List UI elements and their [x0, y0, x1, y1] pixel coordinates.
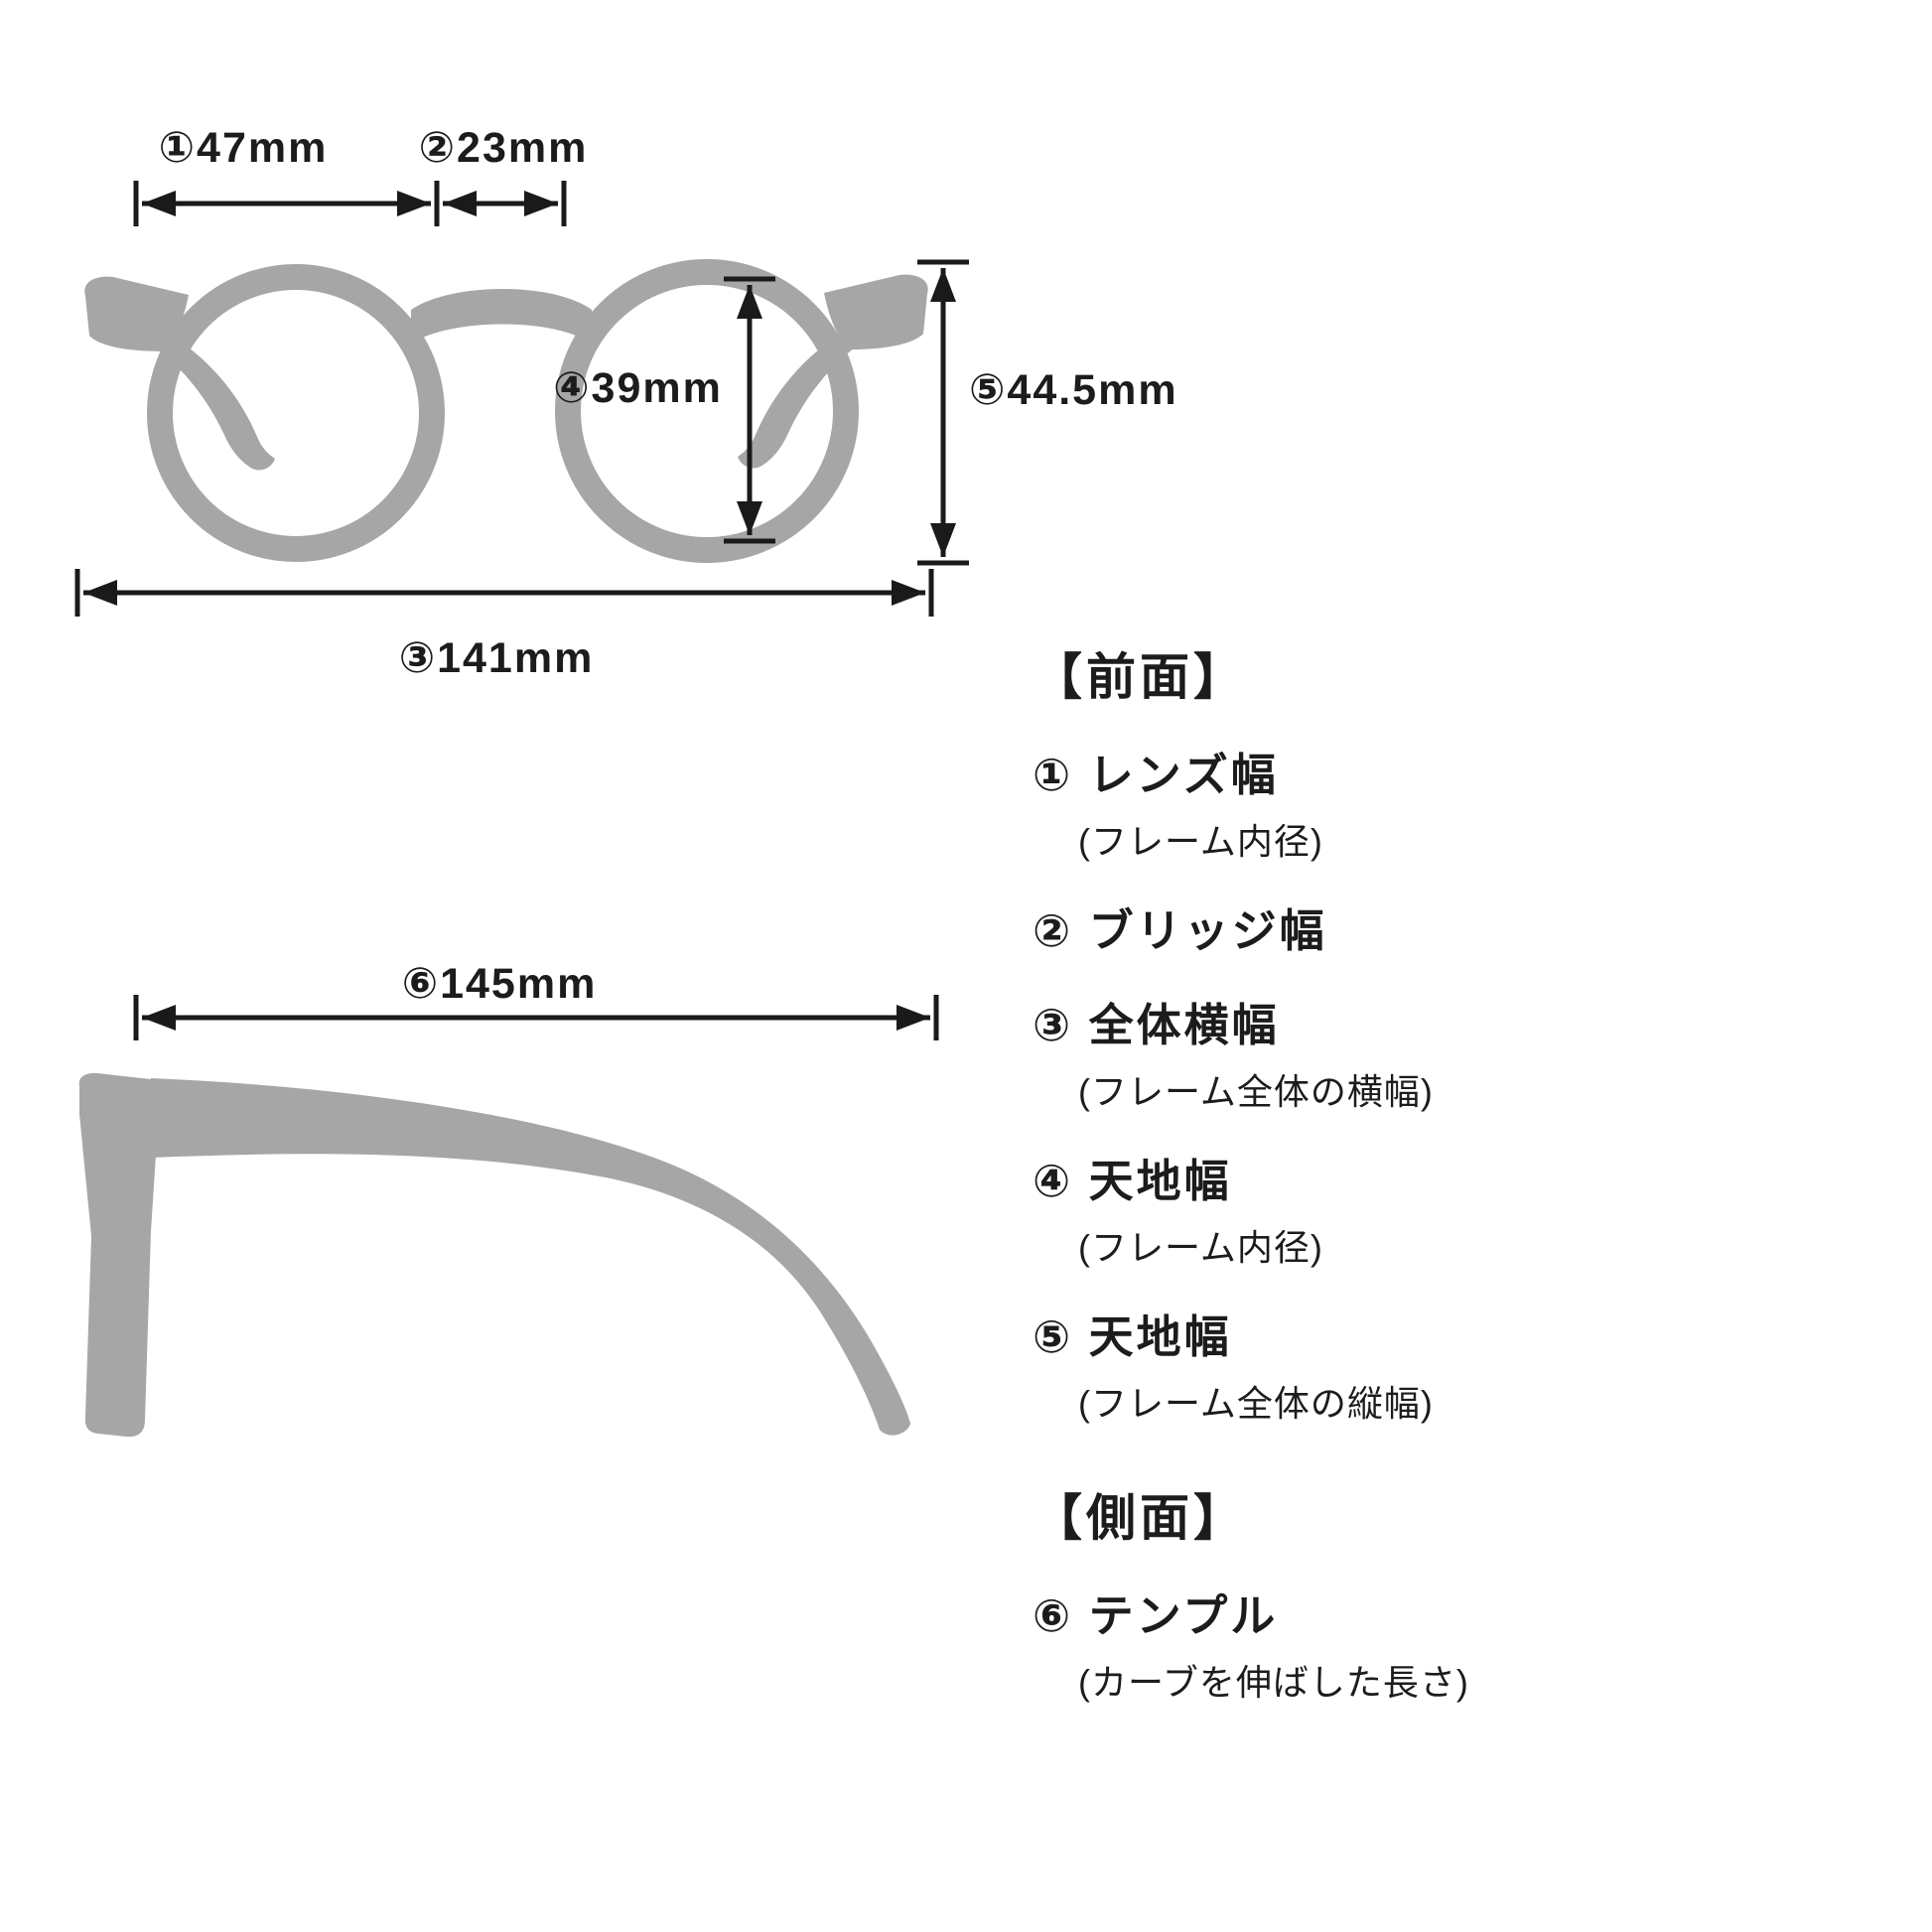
legend-item-note: (カーブを伸ばした長さ) — [1078, 1662, 1469, 1703]
legend-item-note: (フレーム内径) — [1078, 1227, 1323, 1268]
legend-item-label: ⑥ テンプル — [1033, 1590, 1279, 1641]
legend-item-lens-height: ④ 天地幅 (フレーム内径) — [1033, 1145, 1906, 1271]
legend-side-header: 【側面】 — [1033, 1490, 1247, 1546]
side-temple-arm — [151, 1078, 910, 1436]
dim-lens-width-arrow — [133, 181, 440, 226]
legend-item-label: ① レンズ幅 — [1033, 750, 1279, 800]
legend-item-label: ② ブリッジ幅 — [1033, 905, 1327, 956]
dim-lens-height-arrow — [724, 276, 775, 544]
dim-label-total-width: ③141mm — [398, 634, 595, 682]
right-lens-ring — [555, 259, 859, 563]
dim-label-lens-height: ④39mm — [553, 364, 723, 412]
dim-temple-length-arrow — [133, 995, 939, 1040]
legend-item-label: ⑤ 天地幅 — [1033, 1311, 1232, 1362]
dim-label-bridge-width: ②23mm — [418, 124, 589, 172]
legend-item-label: ③ 全体横幅 — [1033, 1000, 1280, 1050]
legend-item-lens-width: ① レンズ幅 (フレーム内径) — [1033, 739, 1906, 865]
glasses-bridge — [411, 289, 592, 344]
left-lens-ring — [147, 264, 445, 562]
side-front-rim — [78, 1072, 161, 1438]
legend-item-total-width: ③ 全体横幅 (フレーム全体の横幅) — [1033, 989, 1906, 1115]
dim-bridge-width-arrow — [443, 181, 567, 226]
dim-label-lens-width: ①47mm — [158, 124, 329, 172]
dim-label-frame-height: ⑤44.5mm — [969, 366, 1178, 414]
side-view-silhouette — [78, 1072, 910, 1438]
legend-item-frame-height: ⑤ 天地幅 (フレーム全体の縦幅) — [1033, 1301, 1906, 1427]
dim-frame-height-arrow — [917, 259, 969, 566]
front-view-lens-rings — [147, 259, 859, 563]
legend-item-label: ④ 天地幅 — [1033, 1156, 1232, 1206]
dim-total-width-arrow — [74, 569, 934, 617]
legend-item-note: (フレーム全体の縦幅) — [1078, 1383, 1434, 1424]
dimension-lines — [74, 181, 969, 1040]
legend-item-temple-length: ⑥ テンプル (カーブを伸ばした長さ) — [1033, 1580, 1906, 1706]
legend-item-note: (フレーム内径) — [1078, 821, 1323, 862]
legend: 【前面】 ① レンズ幅 (フレーム内径) ② ブリッジ幅 ③ 全体横幅 (フレー… — [1033, 637, 1906, 1706]
legend-item-bridge-width: ② ブリッジ幅 — [1033, 895, 1906, 959]
dim-label-temple-length: ⑥145mm — [401, 960, 598, 1008]
legend-item-note: (フレーム全体の横幅) — [1078, 1071, 1434, 1112]
legend-front-header: 【前面】 — [1033, 649, 1247, 705]
